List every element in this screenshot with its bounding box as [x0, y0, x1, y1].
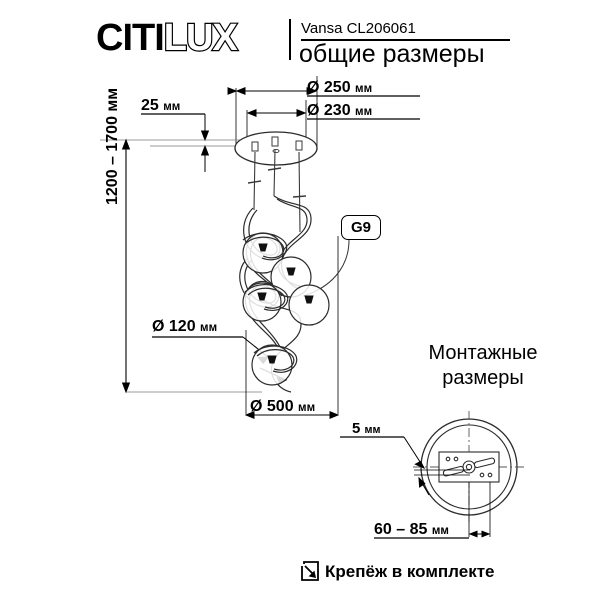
plate-thickness-dimension: [340, 436, 470, 496]
lamp-illustration: [234, 131, 330, 393]
suspension-rods: [247, 136, 307, 233]
footer-note: Крепёж в комплекте: [325, 562, 495, 581]
page-title: общие размеры: [299, 40, 485, 68]
dimension-canopy-inner: Ø 230 мм: [307, 102, 373, 119]
dimension-plate-thickness: 5 мм: [352, 420, 381, 437]
brand-logo-outline: LUX: [163, 17, 239, 59]
suspension-height-dimension: [121, 138, 262, 394]
mount-spacing-dimension: [374, 482, 491, 539]
brand-logo-solid: CITI: [96, 17, 165, 59]
dimension-mount-spacing: 60 – 85 мм: [374, 521, 449, 538]
brand-logo: CITILUX: [96, 17, 239, 59]
dimension-overall-width: Ø 500 мм: [250, 398, 316, 415]
socket-type-badge: G9: [341, 215, 381, 240]
glass-shade: [242, 282, 282, 322]
canopy-diameter-dimensions: [227, 76, 420, 150]
dimension-shade-diameter: Ø 120 мм: [152, 318, 218, 335]
dimension-canopy-outer: Ø 250 мм: [307, 79, 373, 96]
dimension-suspension-range: 1200 – 1700 мм: [104, 87, 121, 205]
glass-shades: [242, 232, 330, 386]
mounting-bracket: [438, 451, 500, 483]
dimension-canopy-height: 25 мм: [141, 97, 181, 114]
arms-overlay: [242, 232, 298, 373]
mounting-section-title: Монтажные размеры: [403, 341, 563, 391]
canopy-height-dimension: [100, 113, 250, 172]
mounting-title-line1: Монтажные: [428, 342, 538, 364]
arrow-into-box-icon: [301, 561, 319, 581]
product-model: Vansa CL206061: [301, 20, 416, 37]
header: CITILUX Vansa CL206061 общие размеры: [0, 0, 600, 70]
overall-width-dimension: [244, 236, 340, 419]
mounting-detail-drawing: [340, 411, 525, 539]
glass-shade: [288, 284, 330, 326]
mounting-title-line2: размеры: [442, 367, 524, 389]
model-underline: [301, 39, 510, 41]
header-divider: [289, 19, 291, 60]
bulb-sockets: [257, 243, 314, 364]
